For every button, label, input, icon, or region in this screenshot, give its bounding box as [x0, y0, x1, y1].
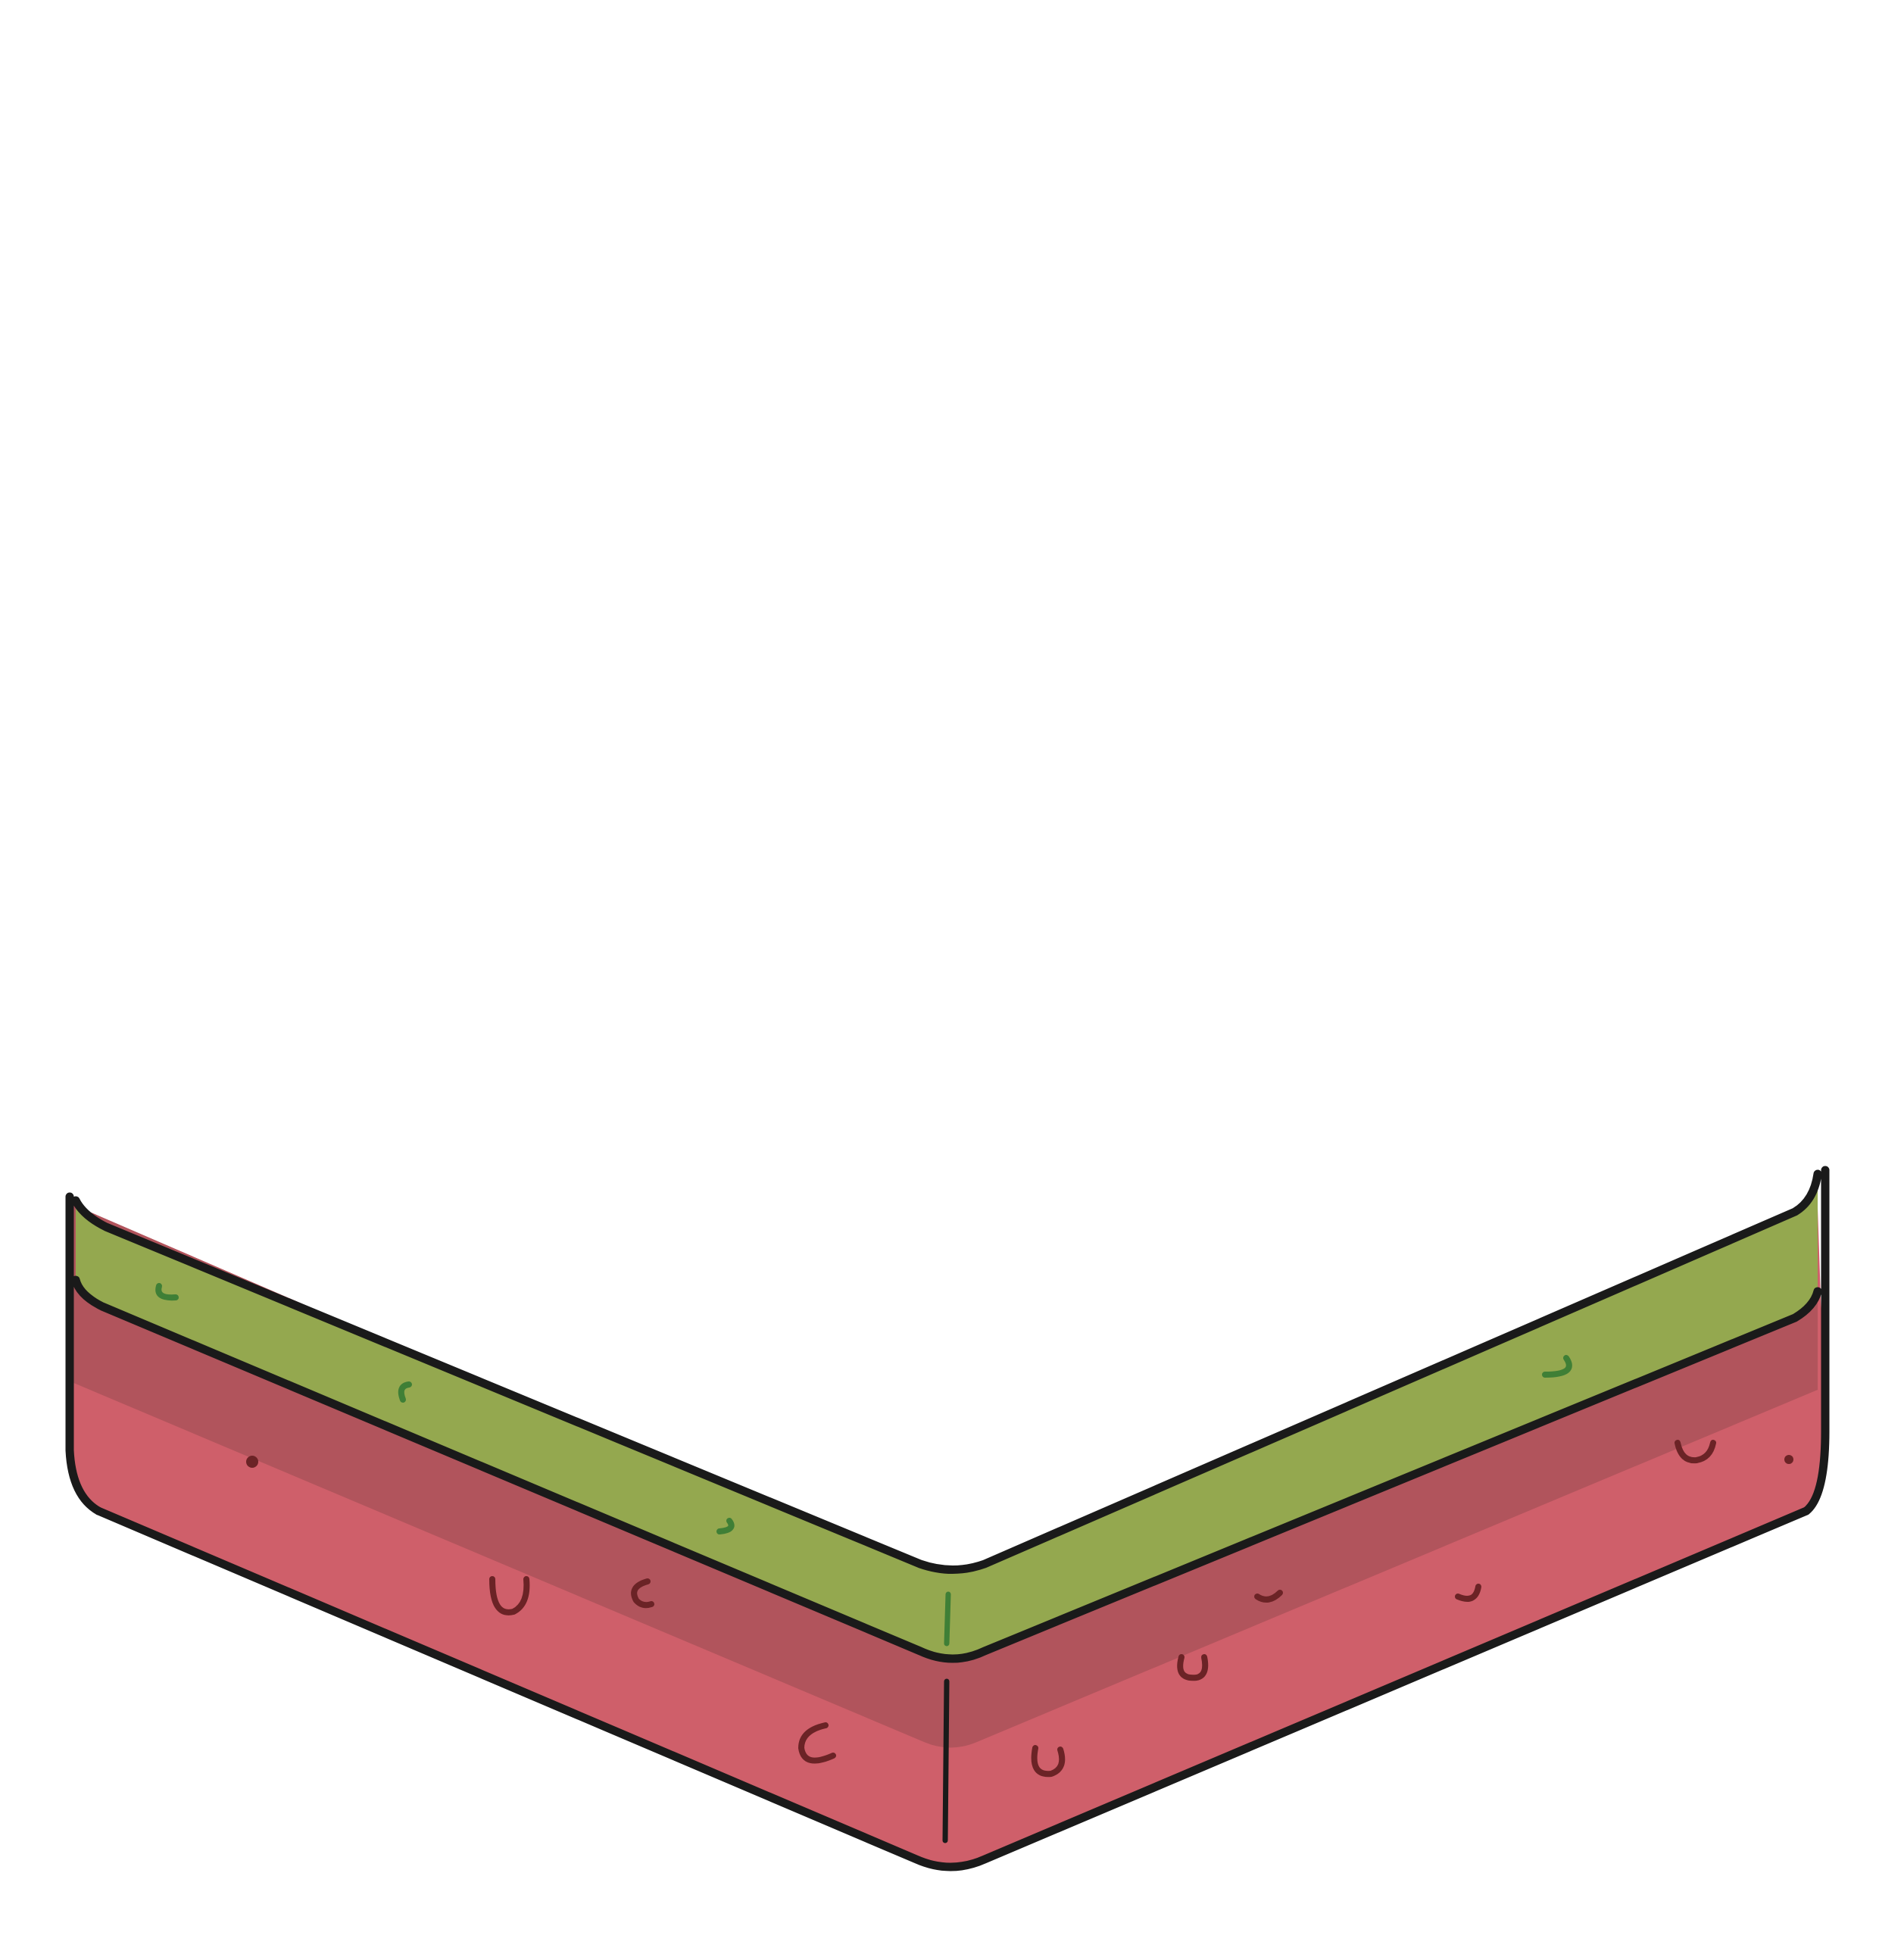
- soil-light-layer: [72, 1204, 1825, 1867]
- soil-speck: [631, 1578, 654, 1609]
- grass-speck: [398, 1381, 412, 1403]
- soil-speck: [246, 1456, 258, 1468]
- soil-speck: [1177, 1654, 1209, 1681]
- soil-dark-layer: [72, 1204, 1818, 1748]
- grass-soil-boundary: [71, 1275, 1822, 1663]
- center-edge-line: [942, 1678, 950, 1843]
- soil-speck: [1254, 1590, 1283, 1603]
- grass-layer: [76, 1178, 1818, 1659]
- grass-top-outline: [71, 1169, 1822, 1574]
- right-side-outline: [1802, 1166, 1830, 1516]
- soil-speck: [1784, 1455, 1793, 1464]
- left-side-outline: [65, 1192, 103, 1516]
- soil-speck: [489, 1576, 530, 1615]
- grass-speck: [944, 1591, 951, 1647]
- grass-speck: [155, 1283, 179, 1301]
- soil-speck: [1675, 1440, 1716, 1464]
- bottom-outline: [94, 1506, 1811, 1871]
- soil-speck: [1455, 1584, 1481, 1602]
- grass-speck: [1542, 1355, 1572, 1378]
- grass-speck: [716, 1518, 735, 1534]
- soil-speck: [1031, 1745, 1066, 1778]
- soil-speck: [797, 1722, 836, 1764]
